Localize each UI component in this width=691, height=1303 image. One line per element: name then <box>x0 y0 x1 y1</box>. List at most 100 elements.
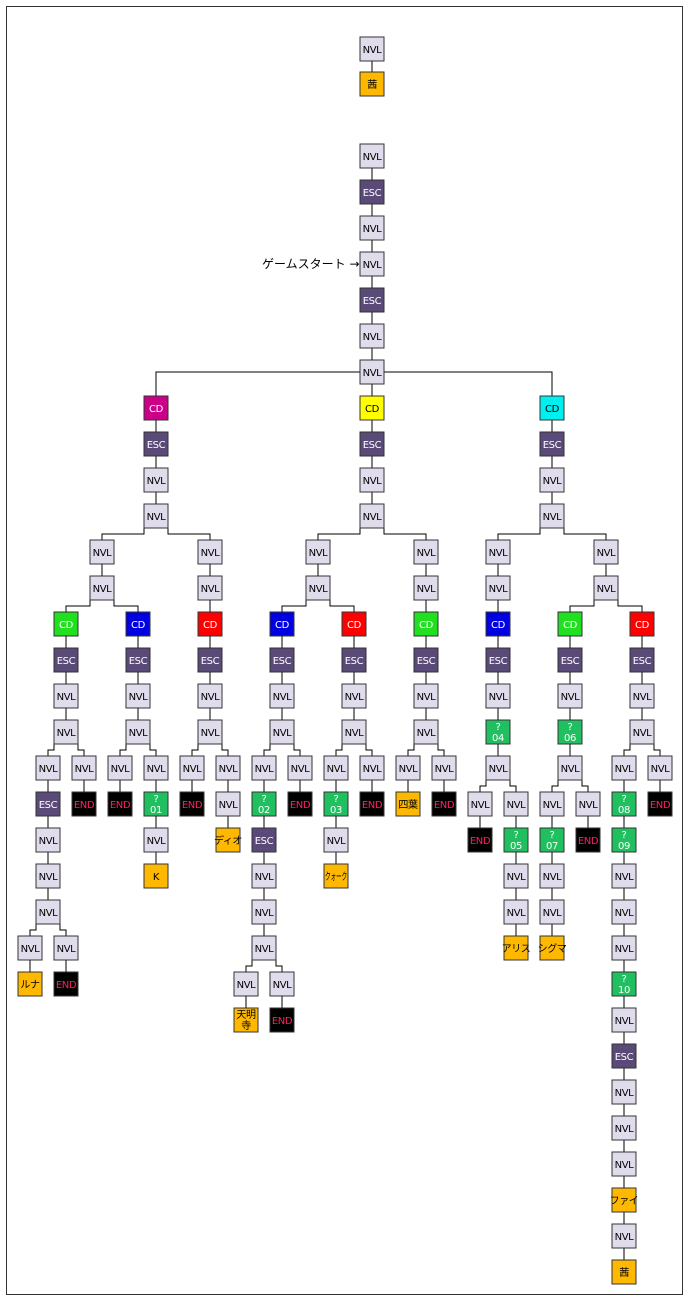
node-label: NVL <box>615 908 635 919</box>
node-label: NVL <box>363 368 383 379</box>
node-box <box>35 863 61 889</box>
node-label: CD <box>563 620 578 631</box>
node-box <box>341 647 367 673</box>
node-label: NVL <box>633 728 653 739</box>
edge-line <box>275 948 283 972</box>
node-label: CD <box>635 620 650 631</box>
node-nvl: NVL <box>53 683 79 709</box>
node-box <box>215 755 241 781</box>
node-ed: ディオ <box>214 827 242 853</box>
node-label: NVL <box>201 584 221 595</box>
node-label: 茜 <box>367 79 377 91</box>
node-label: NVL <box>651 764 671 775</box>
node-nvl: NVL <box>233 971 259 997</box>
node-nvl: NVL <box>251 899 277 925</box>
node-esc: ESC <box>125 647 151 673</box>
node-end: END <box>575 827 601 853</box>
node-label: ?06 <box>564 722 576 744</box>
node-box <box>359 36 385 62</box>
node-nvl: NVL <box>197 683 223 709</box>
node-nvl: NVL <box>35 755 61 781</box>
node-nvl: NVL <box>269 683 295 709</box>
node-box <box>503 827 529 853</box>
node-box <box>395 755 421 781</box>
node-box <box>503 935 529 961</box>
edge-line <box>365 732 373 756</box>
node-nvl: NVL <box>413 683 439 709</box>
node-nvl: NVL <box>215 791 241 817</box>
node-nvl: NVL <box>485 575 511 601</box>
node-nvl: NVL <box>197 539 223 565</box>
node-cd-green: CD <box>53 611 79 637</box>
node-box <box>539 791 565 817</box>
node-box <box>629 647 655 673</box>
node-ed: ルナ <box>17 971 43 997</box>
node-label: NVL <box>363 224 383 235</box>
node-label: NVL <box>39 836 59 847</box>
node-label: ESC <box>417 656 436 667</box>
node-esc: ESC <box>197 647 223 673</box>
node-label: NVL <box>417 728 437 739</box>
node-label: NVL <box>417 548 437 559</box>
node-label: ESC <box>561 656 580 667</box>
node-nvl: NVL <box>503 791 529 817</box>
node-label: END <box>578 836 599 847</box>
game-start-label: ゲームスタート → <box>262 257 360 271</box>
node-box <box>611 1115 637 1141</box>
node-label: NVL <box>561 764 581 775</box>
node-label: ?09 <box>618 830 630 852</box>
node-label: ESC <box>615 1052 634 1063</box>
edge-line <box>623 732 631 756</box>
node-label: NVL <box>273 692 293 703</box>
node-box <box>539 503 565 529</box>
node-nvl: NVL <box>53 719 79 745</box>
node-label: NVL <box>201 728 221 739</box>
node-box <box>611 1007 637 1033</box>
node-box <box>413 539 439 565</box>
node-label: NVL <box>201 692 221 703</box>
node-box <box>143 791 169 817</box>
node-box <box>431 755 457 781</box>
node-box <box>143 467 169 493</box>
node-label: END <box>110 800 131 811</box>
node-box <box>485 755 511 781</box>
node-nvl: NVL <box>611 1079 637 1105</box>
node-box <box>611 971 637 997</box>
node-label: ESC <box>201 656 220 667</box>
node-label: NVL <box>345 728 365 739</box>
node-label: NVL <box>543 800 563 811</box>
node-q: ?06 <box>557 719 583 745</box>
node-box <box>269 1007 295 1033</box>
node-label: NVL <box>237 980 257 991</box>
node-label: ESC <box>129 656 148 667</box>
nodes-layer: NVL 茜 NVL ESC NVL NVL ESC NVL NVL CD ESC NVL NVL NVL N… <box>17 36 673 1285</box>
node-cd-red: CD <box>341 611 367 637</box>
node-box <box>287 755 313 781</box>
edge-line <box>479 768 487 792</box>
node-box <box>323 791 349 817</box>
node-box <box>143 755 169 781</box>
node-box <box>359 395 385 421</box>
node-box <box>359 467 385 493</box>
node-box <box>575 827 601 853</box>
node-box <box>557 755 583 781</box>
node-label: アリス <box>502 944 531 955</box>
node-box <box>611 1259 637 1285</box>
node-nvl: NVL <box>197 719 223 745</box>
node-label: NVL <box>363 332 383 343</box>
node-box <box>539 899 565 925</box>
diagram-frame <box>6 6 683 1295</box>
node-box <box>143 503 169 529</box>
node-box <box>413 647 439 673</box>
node-label: CD <box>365 404 380 415</box>
edge-line <box>59 912 67 936</box>
edge-line <box>221 732 229 756</box>
node-cd-red: CD <box>629 611 655 637</box>
node-box <box>35 899 61 925</box>
node-end: END <box>179 791 205 817</box>
node-label: NVL <box>21 944 41 955</box>
node-label: NVL <box>129 728 149 739</box>
node-nvl: NVL <box>35 899 61 925</box>
node-box <box>557 719 583 745</box>
node-nvl: NVL <box>611 863 637 889</box>
